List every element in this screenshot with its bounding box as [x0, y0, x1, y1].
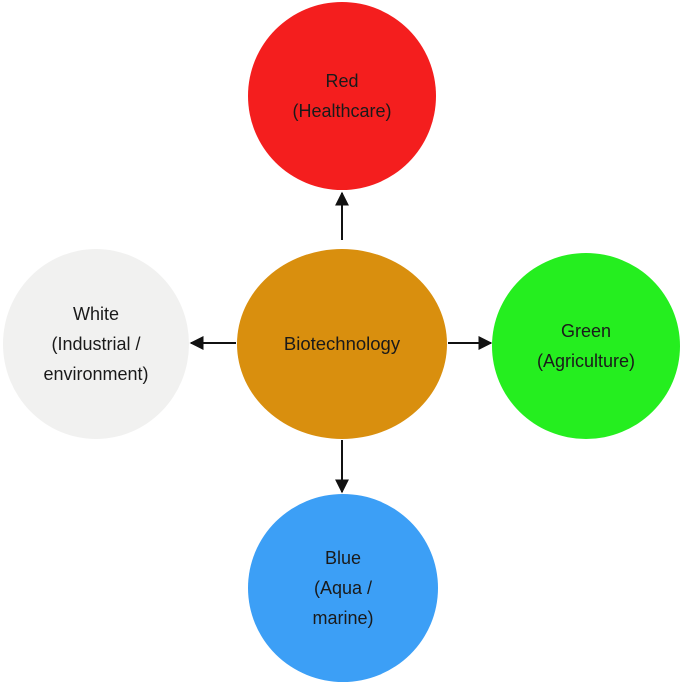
node-subtitle: (Agriculture) [536, 351, 636, 371]
node-subtitle: (Industrial / [51, 334, 141, 354]
node-title: Blue [324, 548, 362, 568]
blue-marine-node: Blue (Aqua / marine) [248, 494, 438, 682]
green-agriculture-node: Green (Agriculture) [492, 253, 680, 439]
node-title: Green [560, 321, 612, 341]
node-title: Red [325, 71, 359, 91]
node-title: White [72, 304, 119, 324]
biotechnology-center-node: Biotechnology [237, 249, 447, 439]
node-subtitle-cont: environment) [43, 364, 149, 384]
node-subtitle-cont: marine) [312, 608, 374, 628]
node-subtitle: (Aqua / [313, 578, 373, 598]
white-industrial-node: White (Industrial / environment) [3, 249, 189, 439]
red-healthcare-node: Red (Healthcare) [248, 2, 436, 190]
center-label: Biotechnology [283, 333, 401, 354]
node-subtitle: (Healthcare) [292, 101, 392, 121]
